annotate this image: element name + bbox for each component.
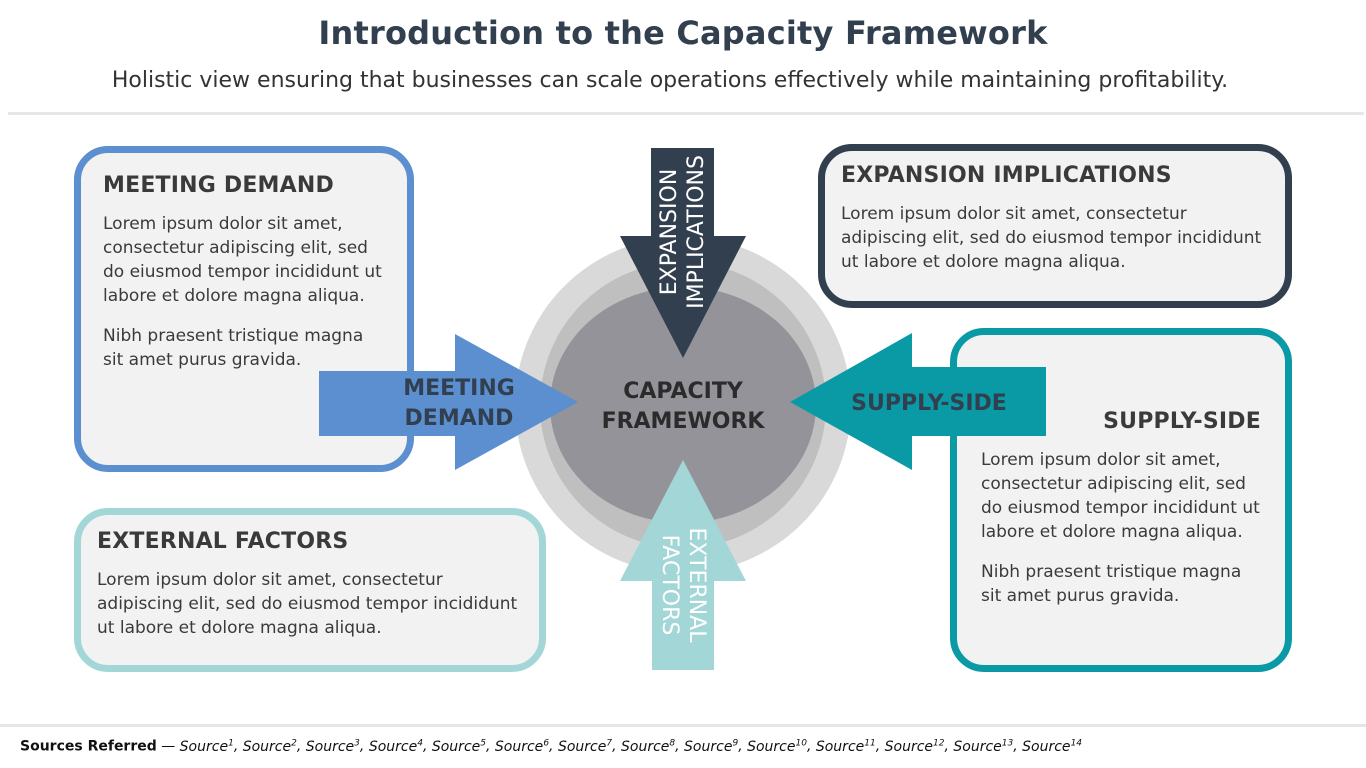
source-reference: Source11	[815, 738, 876, 755]
meeting-demand-arrow	[319, 334, 578, 470]
source-reference: Source12	[884, 738, 945, 755]
sources-footer: Sources Referred — Source1, Source2, Sou…	[20, 738, 1082, 755]
expansion-arrow-label-line2: IMPLICATIONS	[684, 155, 709, 309]
meeting-demand-title: MEETING DEMAND	[103, 173, 334, 198]
source-reference: Source2	[242, 738, 297, 755]
source-reference: Source5	[431, 738, 486, 755]
source-reference: Source14	[1022, 738, 1083, 755]
meeting-demand-box: MEETING DEMAND Lorem ipsum dolor sit ame…	[74, 146, 414, 472]
expansion-implications-arrow	[620, 148, 746, 358]
center-circle	[550, 287, 816, 523]
expansion-implications-box: EXPANSION IMPLICATIONS Lorem ipsum dolor…	[818, 144, 1292, 308]
expansion-implications-paragraph: Lorem ipsum dolor sit amet, consectetur …	[841, 204, 1262, 272]
sources-list: Source1, Source2, Source3, Source4, Sour…	[179, 738, 1083, 755]
supply-side-title: SUPPLY-SIDE	[1103, 409, 1261, 434]
sources-label: Sources Referred	[20, 738, 157, 755]
source-reference: Source13	[953, 738, 1014, 755]
supply-side-arrow	[790, 333, 1046, 470]
external-factors-title: EXTERNAL FACTORS	[97, 529, 349, 554]
external-arrow-label-line1: EXTERNAL	[684, 528, 709, 644]
center-label-line2: FRAMEWORK	[602, 409, 766, 434]
source-reference: Source7	[557, 738, 613, 755]
page-title: Introduction to the Capacity Framework	[318, 14, 1048, 52]
source-reference: Source10	[747, 738, 807, 755]
source-reference: Source9	[684, 738, 739, 755]
source-reference: Source6	[494, 738, 550, 755]
footer-divider	[0, 724, 1366, 727]
expansion-implications-title: EXPANSION IMPLICATIONS	[841, 163, 1172, 188]
center-label-line1: CAPACITY	[623, 379, 744, 404]
external-factors-arrow	[620, 460, 746, 670]
header-divider	[8, 112, 1364, 115]
external-factors-paragraph: Lorem ipsum dolor sit amet, consectetur …	[97, 570, 518, 638]
external-factors-box: EXTERNAL FACTORS Lorem ipsum dolor sit a…	[74, 508, 546, 672]
meeting-demand-paragraph-2: Nibh praesent tristique magna sit amet p…	[103, 326, 364, 370]
meeting-demand-arrow-label-line1: MEETING	[403, 376, 515, 401]
supply-side-arrow-label: SUPPLY-SIDE	[851, 391, 1007, 416]
meeting-demand-paragraph-1: Lorem ipsum dolor sit amet, consectetur …	[103, 214, 382, 306]
meeting-demand-arrow-label-line2: DEMAND	[405, 406, 514, 431]
sources-separator: —	[156, 738, 180, 755]
supply-side-paragraph-2: Nibh praesent tristique magna sit amet p…	[981, 562, 1242, 606]
source-reference: Source1	[179, 738, 234, 755]
external-arrow-label-line2: FACTORS	[657, 535, 682, 636]
supply-side-paragraph-1: Lorem ipsum dolor sit amet, consectetur …	[981, 450, 1260, 542]
source-reference: Source8	[621, 738, 676, 755]
page-subtitle: Holistic view ensuring that businesses c…	[111, 68, 1229, 93]
source-reference: Source3	[305, 738, 360, 755]
source-reference: Source4	[368, 738, 423, 755]
expansion-arrow-label-line1: EXPANSION	[657, 169, 682, 296]
